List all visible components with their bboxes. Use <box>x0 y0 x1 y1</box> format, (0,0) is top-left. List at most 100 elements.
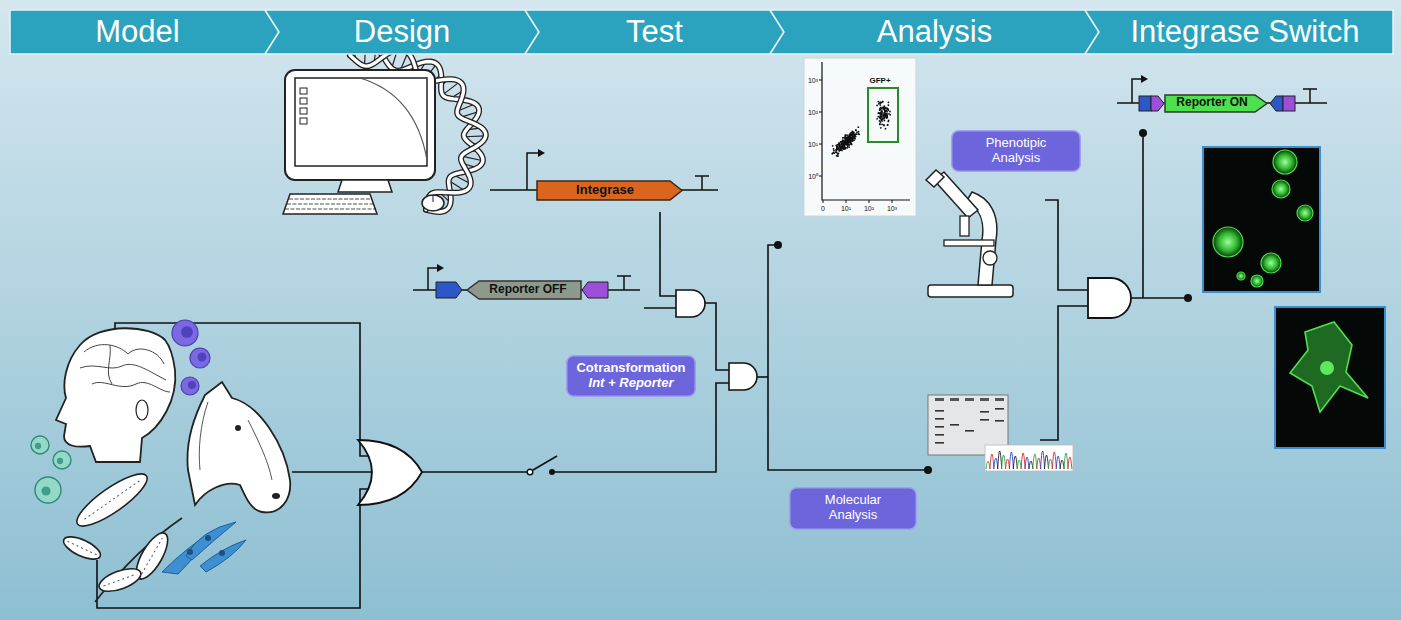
fluorescent-cell <box>1237 272 1245 280</box>
event-dot <box>880 111 882 113</box>
screen-glare <box>360 78 427 160</box>
axis-tick-label: 10³ <box>887 205 897 212</box>
event-dot <box>846 144 848 146</box>
wire <box>705 303 731 370</box>
event-dot <box>882 101 884 103</box>
keyboard-keys <box>289 199 372 200</box>
axis-tick <box>869 200 870 203</box>
switch-contact <box>549 469 555 475</box>
event-dot <box>886 117 888 119</box>
event-dot <box>880 112 882 114</box>
att-site <box>582 282 608 298</box>
promoter-arrowhead <box>538 149 545 157</box>
gel-band <box>995 408 1004 410</box>
event-dot <box>854 138 856 140</box>
or-gate <box>358 440 422 505</box>
screen-icon <box>300 98 307 104</box>
event-dot <box>877 116 879 118</box>
cell-nucleus <box>181 326 193 338</box>
fluorescent-cell <box>1273 150 1297 174</box>
node-outline <box>265 10 539 54</box>
keyboard-keys <box>287 204 374 205</box>
event-dot <box>846 143 848 145</box>
gel-band <box>965 430 974 432</box>
axis-tick <box>823 200 824 203</box>
node-outline <box>525 10 784 54</box>
gel-well <box>950 398 959 401</box>
event-dot <box>840 141 842 143</box>
event-dot <box>842 143 844 145</box>
event-dot <box>885 115 887 117</box>
event-dot <box>840 141 842 143</box>
gene-arrow: Integrase <box>537 181 682 200</box>
wire <box>1142 133 1144 298</box>
microscope-stage <box>944 240 994 246</box>
event-dot <box>839 146 841 148</box>
fluorescent-cell <box>1213 227 1243 257</box>
event-dot <box>854 135 856 137</box>
brain-sketch <box>108 345 112 384</box>
event-dot <box>882 115 884 117</box>
event-dot <box>882 112 884 114</box>
event-dot <box>853 135 855 137</box>
event-dot <box>845 143 847 145</box>
event-dot <box>839 146 841 148</box>
event-dot <box>879 123 881 125</box>
wire <box>1045 200 1090 290</box>
event-dot <box>850 143 852 145</box>
event-dot <box>838 142 840 144</box>
fibroblast-nucleus <box>219 550 225 556</box>
axis-tick <box>819 176 822 177</box>
fibroblast-nucleus <box>187 549 193 555</box>
gel-band <box>935 410 944 412</box>
event-dot <box>855 133 857 135</box>
event-dot <box>881 124 883 126</box>
chromatogram <box>985 445 1073 471</box>
axis-tick-label: 10¹ <box>808 141 818 148</box>
fluorescent-cell <box>1251 275 1263 287</box>
process-box: Phenotipic Analysis <box>951 130 1081 172</box>
event-dot <box>880 112 882 114</box>
node-text: Model <box>95 14 179 50</box>
event-dot <box>882 116 884 118</box>
event-dot <box>850 143 852 145</box>
att-site <box>436 282 462 298</box>
event-dot <box>843 141 845 143</box>
event-dot <box>835 149 837 151</box>
cell <box>181 377 199 395</box>
event-dot <box>851 134 853 136</box>
event-dot <box>883 120 885 122</box>
event-dot <box>857 126 859 128</box>
cell <box>190 348 210 368</box>
process-box: CotransformationInt + Reporter <box>566 355 696 397</box>
leaf <box>96 564 144 596</box>
yeast-cell <box>53 451 71 469</box>
att-site <box>1139 96 1151 111</box>
mouse <box>422 195 444 211</box>
leaf-vein <box>103 574 136 586</box>
event-dot <box>848 136 850 138</box>
human-head <box>56 328 175 462</box>
wire <box>757 376 768 378</box>
node-outline <box>770 10 1099 54</box>
screen-icon <box>300 118 307 124</box>
event-dot <box>846 134 848 136</box>
chromatogram-peak <box>1006 459 1010 469</box>
chromatogram-peak <box>1013 456 1017 469</box>
node-text: Int + Reporter <box>589 376 674 391</box>
axis-tick <box>819 144 822 145</box>
event-dot <box>879 104 881 106</box>
fluorescence-image <box>1203 147 1320 292</box>
event-dot <box>889 114 891 116</box>
event-dot <box>853 135 855 137</box>
event-dot <box>878 103 880 105</box>
leaf-vein <box>142 538 163 574</box>
node-outline <box>567 356 696 397</box>
junction-dot <box>774 241 782 249</box>
gel-band <box>950 424 959 426</box>
chromatogram-peak <box>1048 459 1052 469</box>
chromatogram-peak <box>1021 453 1025 469</box>
gel-well <box>965 398 974 401</box>
event-dot <box>837 145 839 147</box>
horse-head <box>187 382 290 512</box>
